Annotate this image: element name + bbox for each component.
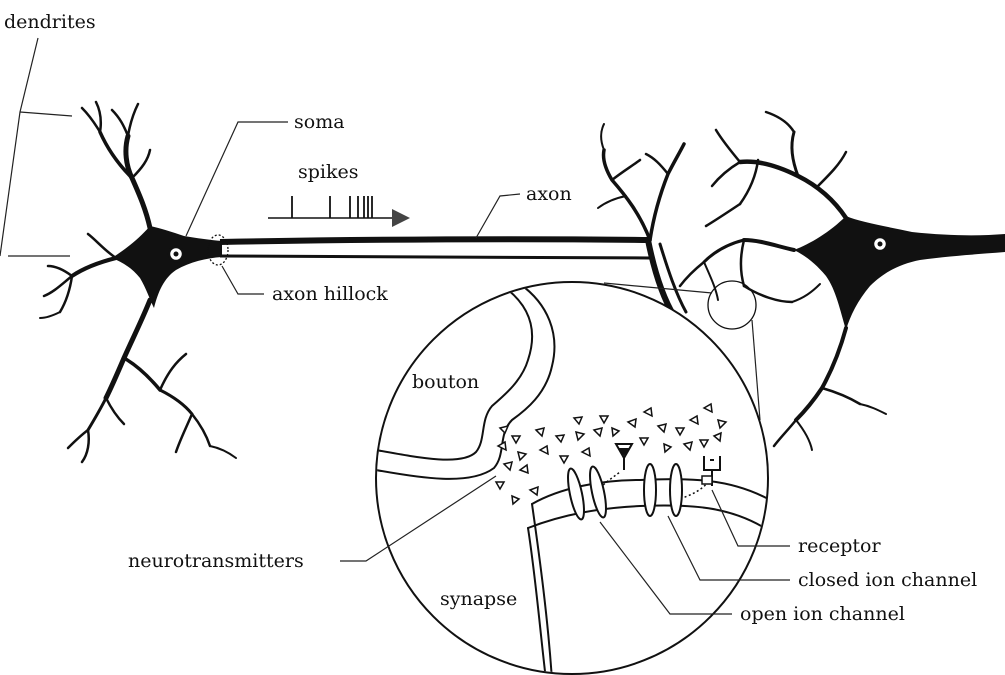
label-axon-hillock: axon hillock — [272, 283, 388, 305]
label-neurotransmitters: neurotransmitters — [128, 550, 304, 572]
label-soma: soma — [294, 111, 345, 133]
label-closed-ion-channel: closed ion channel — [798, 569, 977, 591]
label-open-ion-channel: open ion channel — [740, 603, 905, 625]
axon-collateral — [172, 258, 232, 400]
upper-dendrites — [82, 102, 150, 228]
synapse-zoom — [376, 282, 770, 675]
axon-main — [220, 239, 650, 242]
label-axon: axon — [526, 183, 572, 205]
right-soma-body — [794, 216, 1005, 330]
synapse-site-marker — [708, 281, 756, 329]
label-dendrites: dendrites — [4, 11, 96, 33]
lower-dendrites — [68, 300, 236, 462]
spike-ticks — [292, 196, 372, 218]
label-receptor: receptor — [798, 535, 881, 557]
label-spikes: spikes — [298, 161, 359, 183]
left-dendrites — [40, 234, 116, 318]
spikes-arrowhead — [392, 209, 410, 227]
label-bouton: bouton — [412, 371, 479, 393]
soma-body — [112, 226, 222, 308]
label-synapse: synapse — [440, 588, 517, 610]
